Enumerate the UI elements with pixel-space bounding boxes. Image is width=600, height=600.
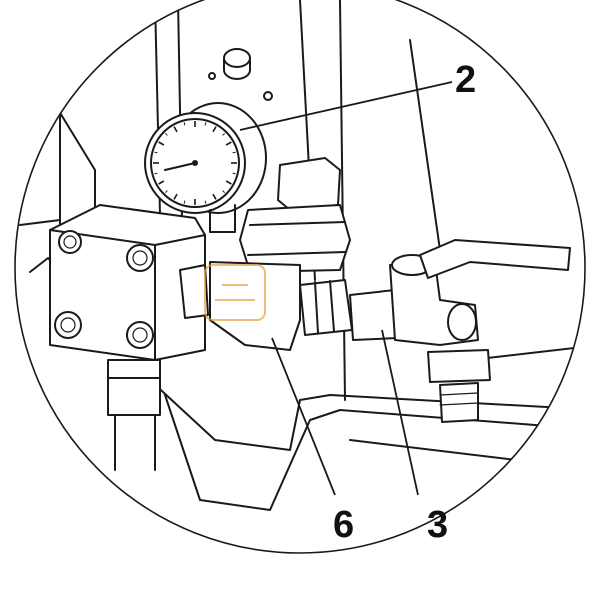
gauge-tick [158,180,165,185]
leader-line-6 [271,337,336,496]
valve-handle [419,239,571,279]
bolt-bottom-right [126,321,154,349]
callout-label-6: 6 [333,504,354,546]
left-panel-edge [39,79,96,226]
gauge-tick [212,193,217,200]
gauge-needle [164,162,196,171]
left-shelf [19,219,61,226]
gauge-tick [164,132,168,136]
gauge-tick [204,200,207,204]
gauge-tick [204,122,207,126]
top-knob [223,48,251,80]
union-coupling [299,279,399,341]
manifold-block [49,204,206,361]
detail-circle-frame [14,0,586,554]
small-bolt-1 [208,72,216,80]
gauge-ticks [153,121,237,205]
bolt-bottom-left [54,311,82,339]
lower-pipe [107,359,161,471]
callout-label-3: 3 [427,504,448,546]
hose-nozzle [439,382,479,423]
gauge-tick [232,172,236,175]
hose-nozzle-nut [427,349,491,383]
bolt-top-right [126,244,154,272]
pressure-gauge [144,102,267,233]
gauge-tick [164,190,168,194]
gauge-center [192,160,198,166]
valve-housing [209,261,301,351]
gauge-tick [183,122,186,126]
watermark-logo [204,264,266,321]
gauge-tick [158,141,165,146]
gauge-tick [225,180,232,185]
right-panel-line [409,39,441,251]
leader-line-2 [239,81,453,131]
gauge-tick [183,200,186,204]
ball-valve [389,239,571,423]
tray-upper-edge [149,379,585,451]
gauge-tick [212,126,217,133]
side-nut [179,264,209,319]
lower-base-line [349,439,585,471]
valve-cap [277,157,341,211]
gauge-tick [222,190,226,194]
gauge-tick [232,151,236,154]
leader-line-3 [381,329,419,496]
gauge-tick [154,151,158,154]
small-bolt-2 [263,91,273,101]
tray-lower-edge [164,394,585,511]
valve-body [239,204,351,273]
center-panel-line-4 [339,0,346,401]
gauge-tick [222,132,226,136]
gauge-tick [173,126,178,133]
gauge-tick [154,172,158,175]
gauge-tick [225,141,232,146]
bolt-top-left [58,230,82,254]
gauge-tick [173,193,178,200]
gauge-stem [209,204,236,233]
callout-label-2: 2 [455,59,476,101]
